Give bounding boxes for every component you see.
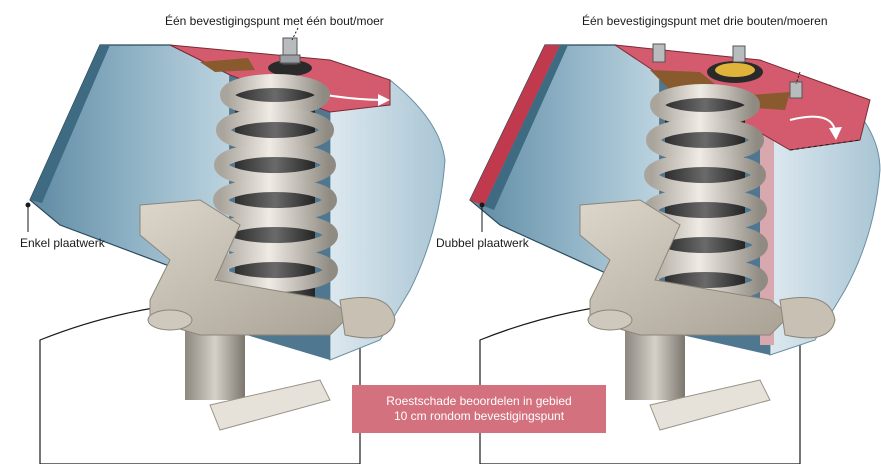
right-coil-spring	[649, 90, 761, 315]
double-sheet-label: Dubbel plaatwerk	[436, 236, 529, 250]
rust-inspection-note: Roestschade beoordelen in gebied 10 cm r…	[352, 385, 606, 433]
note-line-2: 10 cm rondom bevestigingspunt	[352, 409, 606, 424]
right-strut-tube	[625, 325, 685, 400]
left-coil-spring	[219, 80, 331, 305]
single-sheet-label: Enkel plaatwerk	[20, 236, 105, 250]
right-panel-title: Één bevestigingspunt met drie bouten/moe…	[582, 14, 828, 28]
left-panel-title: Één bevestigingspunt met één bout/moer	[165, 14, 384, 28]
note-line-1: Roestschade beoordelen in gebied	[352, 394, 606, 409]
